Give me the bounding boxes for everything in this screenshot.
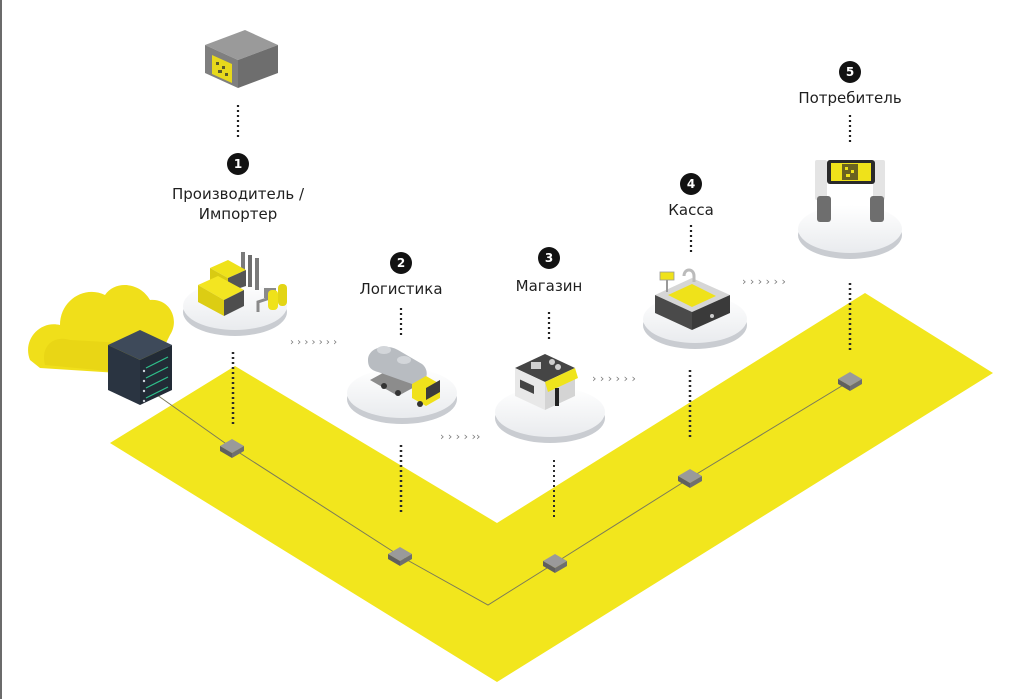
svg-text:› › › › ››: › › › › ›› (440, 430, 480, 443)
ledger-band (110, 293, 993, 682)
ledger-node (678, 469, 702, 488)
ledger-node (388, 547, 412, 566)
stage-1-label-line2: Импортер (198, 205, 278, 223)
stage-5-number-badge: 5 (839, 61, 861, 83)
stage-4-number-badge: 4 (680, 173, 702, 195)
stage-2-number-badge: 2 (390, 252, 412, 274)
platform-5 (798, 205, 902, 259)
stage-3-label: Магазин (515, 277, 583, 295)
ledger-node (838, 372, 862, 391)
stage-2-label: Логистика (359, 280, 443, 298)
stage-1-label-line1: Производитель / (171, 185, 305, 203)
stage-3-number-badge: 3 (538, 247, 560, 269)
flow-arrows-4-5: › › › › › › (742, 275, 786, 288)
ledger-node (220, 439, 244, 458)
stage-1-label: Производитель / Импортер (138, 184, 338, 224)
svg-text:› › › › › ›: › › › › › › (742, 275, 786, 288)
svg-text:› › › › › ›: › › › › › › (592, 372, 636, 385)
store-icon (515, 354, 578, 410)
phone-scan-icon (815, 160, 885, 222)
stage-4-label: Касса (668, 201, 714, 219)
ledger-node (543, 554, 567, 573)
marked-box-icon (205, 30, 278, 88)
flow-arrows-2-3: › › › › ›› (440, 430, 480, 443)
flow-arrows-3-4: › › › › › › (592, 372, 636, 385)
svg-text:› › › › › › ›: › › › › › › › (290, 337, 337, 348)
factory-icon (198, 252, 287, 316)
tanker-truck-icon (368, 346, 440, 407)
stage-5-label: Потребитель (798, 89, 902, 107)
stage-1-number-badge: 1 (227, 153, 249, 175)
cash-register-icon (655, 268, 730, 330)
server-rack-icon (108, 330, 172, 405)
flow-arrows-1-2: › › › › › › › (290, 337, 337, 348)
